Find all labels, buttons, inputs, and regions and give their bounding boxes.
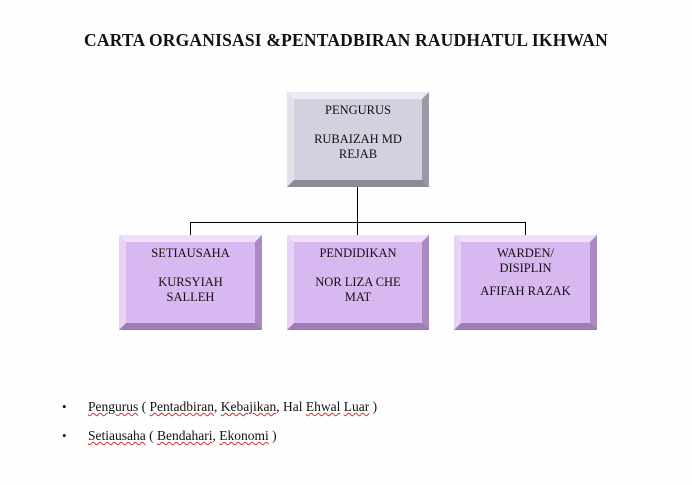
org-box-role: SETIAUSAHA [151, 246, 230, 260]
org-box-name: RUBAIZAH MD REJAB [314, 132, 402, 161]
org-box-name: AFIFAH RAZAK [480, 284, 571, 298]
connector-drop-left [190, 222, 191, 235]
org-box-name: NOR LIZA CHE MAT [315, 275, 401, 304]
connector-drop-right [525, 222, 526, 235]
org-box-role: PENGURUS [325, 103, 391, 117]
org-box-role: WARDEN/ DISIPLIN [497, 246, 554, 275]
list-item-text: Setiausaha ( Bendahari, Ekonomi ) [88, 428, 277, 443]
bullet-icon: • [62, 428, 67, 443]
org-box-role: PENDIDIKAN [319, 246, 397, 260]
list-item-text: Pengurus ( Pentadbiran, Kebajikan, Hal E… [88, 399, 378, 414]
org-box-setiausaha: SETIAUSAHA KURSYIAH SALLEH [119, 235, 262, 330]
connector-vertical-top [357, 187, 358, 223]
connector-horizontal [190, 222, 526, 223]
org-box-name: KURSYIAH SALLEH [158, 275, 223, 304]
page-title: CARTA ORGANISASI &PENTADBIRAN RAUDHATUL … [84, 30, 608, 50]
connector-drop-middle [357, 222, 358, 235]
org-box-pengurus: PENGURUS RUBAIZAH MD REJAB [287, 92, 429, 187]
org-box-warden-disiplin: WARDEN/ DISIPLIN AFIFAH RAZAK [454, 235, 597, 330]
bullet-icon: • [62, 399, 67, 414]
org-box-pendidikan: PENDIDIKAN NOR LIZA CHE MAT [287, 235, 429, 330]
